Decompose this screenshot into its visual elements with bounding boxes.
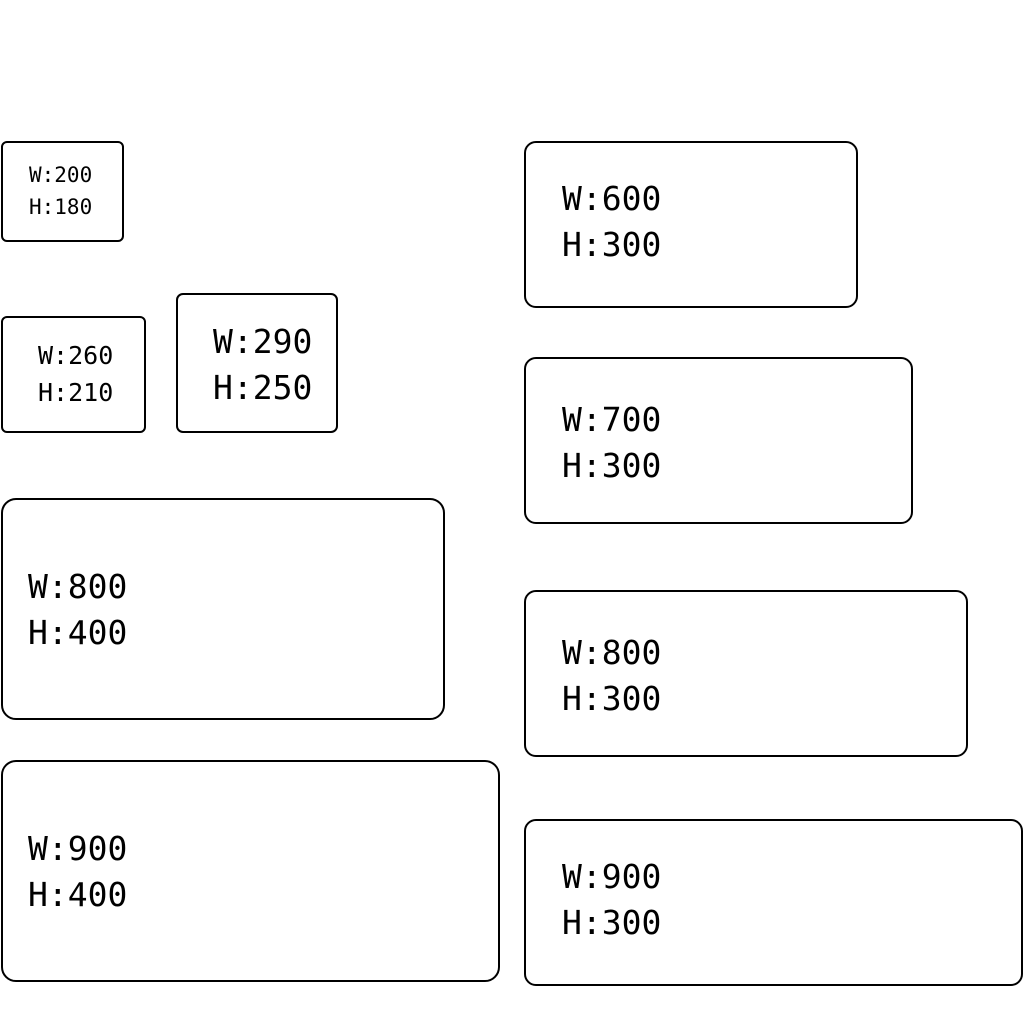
size-box-200x180: W:200 H:180	[1, 141, 124, 242]
width-label: W:600	[562, 179, 662, 218]
size-label: W:600 H:300	[562, 176, 661, 268]
height-label: H:300	[562, 903, 662, 942]
size-box-290x250: W:290 H:250	[176, 293, 338, 433]
height-label: H:300	[562, 679, 662, 718]
height-label: H:400	[28, 613, 128, 652]
size-label: W:800 H:300	[562, 630, 661, 722]
size-box-700x300: W:700 H:300	[524, 357, 913, 524]
width-label: W:260	[38, 341, 114, 370]
height-label: H:210	[38, 378, 114, 407]
width-label: W:200	[29, 163, 93, 187]
width-label: W:290	[213, 322, 313, 361]
height-label: H:250	[213, 368, 313, 407]
width-label: W:900	[562, 857, 662, 896]
width-label: W:700	[562, 400, 662, 439]
height-label: H:300	[562, 446, 662, 485]
size-label: W:700 H:300	[562, 397, 661, 489]
size-label: W:900 H:400	[28, 826, 127, 918]
size-box-600x300: W:600 H:300	[524, 141, 858, 308]
size-box-260x210: W:260 H:210	[1, 316, 146, 433]
size-box-800x300: W:800 H:300	[524, 590, 968, 757]
size-label: W:290 H:250	[213, 319, 312, 411]
size-label: W:800 H:400	[28, 564, 127, 656]
size-box-800x400: W:800 H:400	[1, 498, 445, 720]
height-label: H:180	[29, 195, 93, 219]
width-label: W:800	[28, 567, 128, 606]
size-label: W:900 H:300	[562, 854, 661, 946]
width-label: W:900	[28, 829, 128, 868]
size-box-900x400: W:900 H:400	[1, 760, 500, 982]
height-label: H:300	[562, 225, 662, 264]
size-box-900x300: W:900 H:300	[524, 819, 1023, 986]
size-label: W:200 H:180	[29, 159, 92, 223]
height-label: H:400	[28, 875, 128, 914]
size-label: W:260 H:210	[38, 337, 113, 411]
width-label: W:800	[562, 633, 662, 672]
